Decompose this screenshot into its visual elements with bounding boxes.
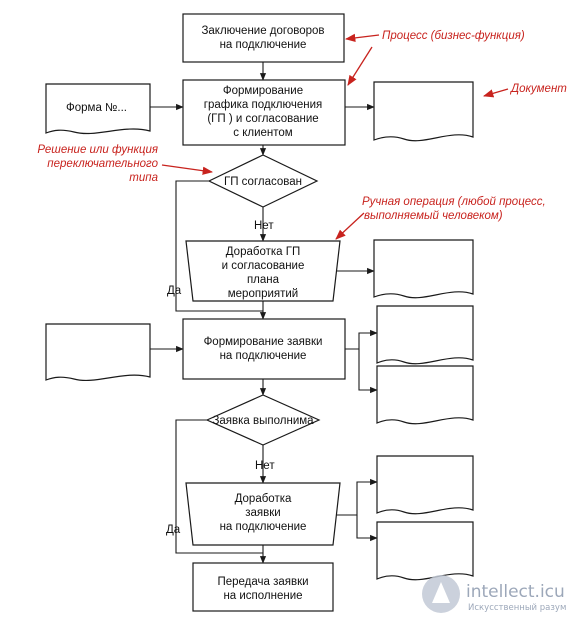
decision-d1: ГП согласован: [207, 154, 319, 208]
arrow-m2-docs-b: [356, 515, 378, 542]
m2-line-2: заявки: [245, 507, 280, 519]
connectors: [150, 62, 378, 564]
annotation-decision: Решение или функция переключательного ти…: [37, 144, 214, 184]
p1-line-2: на подключение: [220, 39, 307, 51]
document-out-1: [373, 81, 474, 142]
decision-d2: Заявка выполнима: [205, 394, 321, 446]
p4-line-2: на исполнение: [223, 590, 302, 602]
p2-line-3: (ГП ) и согласование: [207, 113, 318, 125]
process-box-p2: Формирование графика подключения (ГП ) и…: [182, 79, 346, 146]
m1-line-4: мероприятий: [228, 288, 298, 300]
annotation-process-text: Процесс (бизнес-функция): [382, 30, 525, 42]
m1-line-1: Доработка ГП: [226, 246, 300, 258]
annotation-process: Процесс (бизнес-функция): [344, 30, 525, 43]
arrow-p3-docs: [345, 329, 378, 350]
annotation-manual-line-1: Ручная операция (любой процесс,: [362, 196, 546, 208]
process-box-p1: Заключение договоров на подключение: [182, 13, 345, 63]
arrow-p3-docs-b: [358, 349, 378, 394]
branch-no-2: Нет: [255, 460, 275, 472]
arrow-d1-yes: [175, 180, 263, 312]
p2-line-1: Формирование: [223, 85, 303, 97]
process-box-p3: Формирование заявки на подключение: [182, 318, 346, 380]
p3-line-1: Формирование заявки: [204, 336, 323, 348]
m2-line-3: на подключение: [220, 521, 307, 533]
p3-line-2: на подключение: [220, 350, 307, 362]
m1-line-3: плана: [247, 274, 280, 286]
annotation-decision-line-1: Решение или функция: [37, 144, 158, 156]
p1-line-1: Заключение договоров: [201, 25, 324, 37]
m2-line-1: Доработка: [235, 493, 292, 505]
document-out-3: [376, 305, 474, 365]
process-box-p4: Передача заявки на исполнение: [192, 562, 334, 612]
document-form: [45, 83, 151, 135]
document-out-2: [373, 239, 474, 299]
document-out-6: [376, 521, 474, 581]
m1-line-2: и согласование: [222, 260, 305, 272]
p2-line-2: графика подключения: [204, 99, 322, 111]
document-out-4: [376, 365, 474, 425]
manual-op-m1: Доработка ГП и согласование плана меропр…: [185, 240, 341, 302]
branch-yes-1: Да: [167, 285, 182, 297]
annotation-decision-line-3: типа: [129, 172, 158, 184]
arrow-m2-docs: [333, 478, 378, 516]
document-in-3: [45, 323, 151, 382]
annotation-manual: Ручная операция (любой процесс, выполняе…: [335, 196, 546, 240]
branch-no-1: Нет: [254, 220, 274, 232]
p2-line-4: с клиентом: [233, 127, 293, 139]
watermark-tagline: Искусственный разум: [468, 603, 566, 613]
branch-yes-2: Да: [166, 524, 181, 536]
watermark-logo-glyph: [432, 582, 450, 603]
document-out-5: [376, 455, 474, 515]
watermark-site: intellect.icu: [466, 582, 565, 602]
manual-op-m2: Доработка заявки на подключение: [185, 482, 341, 546]
annotation-document: Документ: [483, 83, 567, 98]
form-document-label: Форма №...: [66, 102, 127, 114]
watermark: intellect.icu Искусственный разум: [422, 575, 566, 613]
annotation-manual-line-2: выполняемый человеком): [364, 210, 503, 222]
annotation-document-text: Документ: [509, 83, 567, 95]
d1-label: ГП согласован: [224, 176, 302, 188]
annotation-process-2: [347, 46, 373, 86]
arrow-d2-yes: [175, 419, 263, 554]
d2-label: Заявка выполнима: [212, 415, 314, 427]
annotation-decision-line-2: переключательного: [47, 158, 158, 170]
p4-line-1: Передача заявки: [217, 576, 308, 588]
